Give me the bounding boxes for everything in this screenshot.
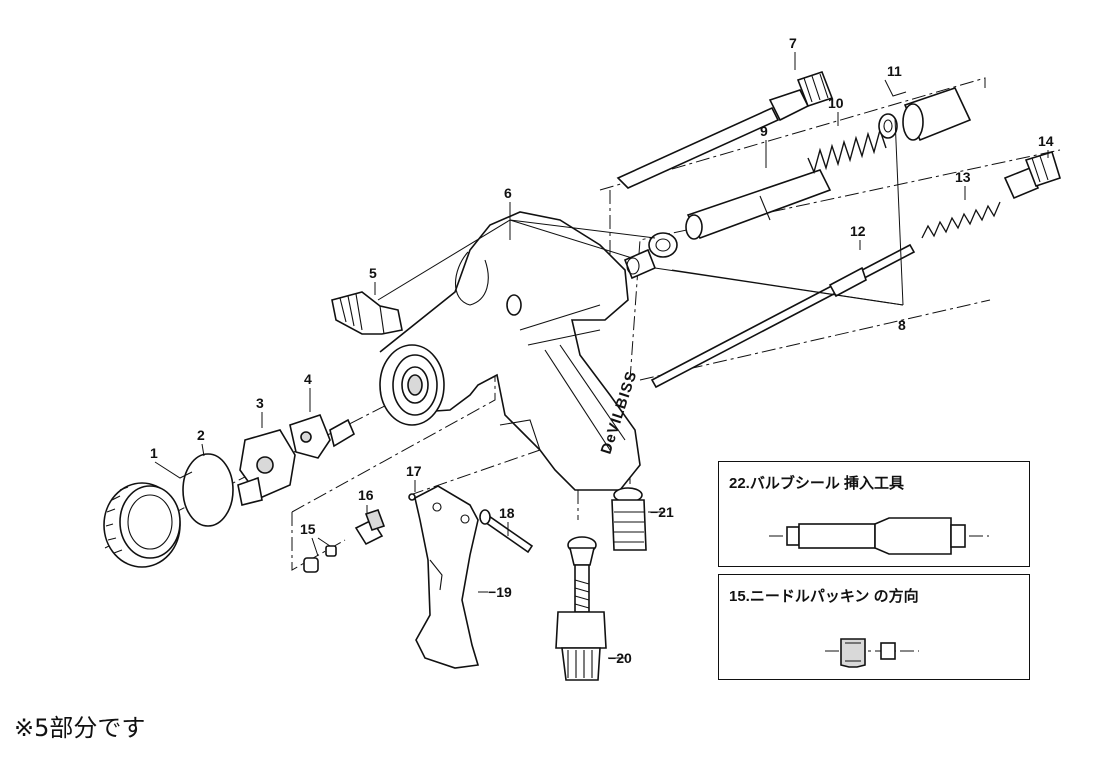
part-label-20: −20 (608, 650, 632, 666)
part-label-9: 9 (760, 123, 768, 139)
part-label-20-dash: − (608, 650, 616, 666)
part-label-19-number: 19 (496, 584, 512, 600)
part-label-7: 7 (789, 35, 797, 51)
part-label-1: 1 (150, 445, 158, 461)
part-adjusting-nut (878, 87, 972, 142)
part-fluid-needle (616, 70, 834, 189)
part-label-18: 18 (499, 505, 515, 521)
part-label-15: 15 (300, 521, 316, 537)
part-label-2: 2 (197, 427, 205, 443)
part-rod (650, 243, 916, 389)
part-adjusting-knob (1003, 151, 1061, 200)
part-label-4: 4 (304, 371, 312, 387)
part-fluid-nozzle (289, 414, 356, 459)
part-seals (623, 232, 678, 280)
part-label-21-number: 21 (658, 504, 674, 520)
inset-valve-seal-tool-title: 22.バルブシール 挿入工具 (729, 475, 905, 492)
inset-valve-seal-tool: 22.バルブシール 挿入工具 (718, 461, 1030, 567)
footnote: ※5部分です (14, 714, 146, 742)
part-number-labels: 1 2 3 4 5 6 7 8 9 10 11 12 13 14 15 16 1… (150, 35, 1054, 666)
part-label-21-dash: − (650, 504, 658, 520)
part-label-8: 8 (898, 317, 906, 333)
part-trigger (414, 485, 480, 669)
part-label-11: 11 (887, 63, 902, 79)
part-label-19: −19 (488, 584, 512, 600)
part-label-14: 14 (1038, 133, 1054, 149)
part-packing-nut (354, 508, 386, 546)
part-label-21: −21 (650, 504, 674, 520)
part-label-5: 5 (369, 265, 377, 281)
gun-body (379, 211, 641, 491)
part-fitting (331, 291, 403, 335)
part-piston (685, 169, 832, 240)
valve-seal-tool-drawing (769, 517, 989, 555)
part-label-19-dash: − (488, 584, 496, 600)
part-label-12: 12 (850, 223, 866, 239)
part-label-10: 10 (828, 95, 844, 111)
needle-packing-drawing (825, 638, 919, 668)
part-small-screw (408, 493, 416, 501)
part-label-17: 17 (406, 463, 422, 479)
part-air-inlet-fitting (611, 487, 647, 551)
part-needle-spring (921, 201, 1001, 239)
part-label-13: 13 (955, 169, 971, 185)
inset-needle-packing-title: 15.ニードルパッキン の方向 (729, 588, 919, 605)
part-label-3: 3 (256, 395, 264, 411)
part-label-16: 16 (358, 487, 374, 503)
inset-needle-packing-orientation: 15.ニードルパッキン の方向 (718, 574, 1030, 680)
part-air-cap (237, 429, 296, 506)
part-trigger-pin (479, 509, 534, 554)
part-needle-packings (303, 545, 337, 573)
part-valve-assembly (555, 536, 607, 681)
part-o-ring (182, 453, 234, 527)
exploded-parts-diagram: DeVILBISS (103, 35, 1061, 681)
part-spring (807, 127, 887, 175)
part-air-cap-ring (103, 482, 181, 568)
part-label-20-number: 20 (616, 650, 632, 666)
part-label-6: 6 (504, 185, 512, 201)
leader-lines (154, 52, 1049, 659)
